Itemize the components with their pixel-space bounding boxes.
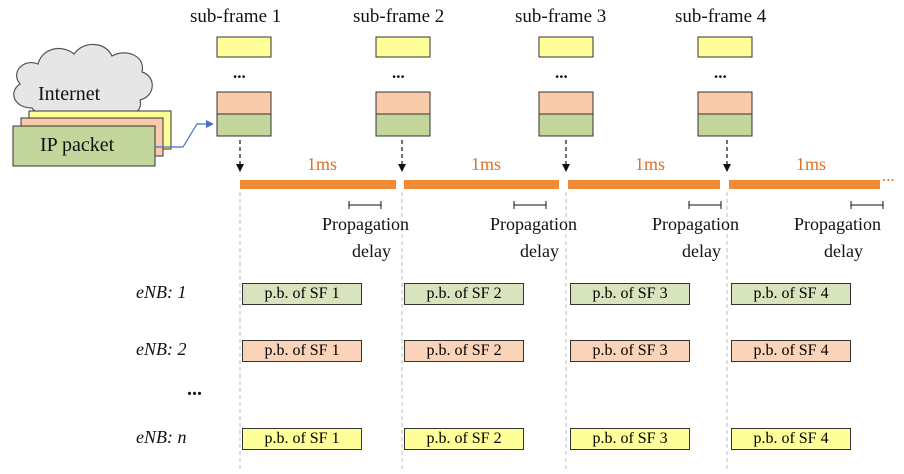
- enb-3-cell-sf4: p.b. of SF 4: [731, 428, 851, 450]
- subframe-ellipsis-3: ...: [555, 63, 568, 82]
- timeline-ms-label-1: 1ms: [307, 154, 338, 174]
- subframe-label-1: sub-frame 1: [190, 6, 282, 27]
- enb-2-cell-sf4: p.b. of SF 4: [731, 340, 851, 362]
- subframe-label-3: sub-frame 3: [515, 6, 607, 27]
- subframe-ellipsis-1: ...: [233, 63, 246, 82]
- enb-3-cell-sf3: p.b. of SF 3: [570, 428, 690, 450]
- subframe-ellipsis-4: ...: [714, 63, 727, 82]
- timeline-trailing-dots: ...: [882, 166, 895, 185]
- packet-arrow: [155, 120, 214, 148]
- propagation-label-3: Propagation: [652, 214, 739, 234]
- internet-label: Internet: [38, 83, 101, 105]
- enb-2-cell-sf1: p.b. of SF 1: [242, 340, 362, 362]
- delay-label-3: delay: [682, 241, 721, 261]
- timeline-ms-label-3: 1ms: [635, 154, 666, 174]
- enb-3-cell-sf1: p.b. of SF 1: [242, 428, 362, 450]
- timeline-segment-3: [568, 180, 720, 189]
- rows-ellipsis: ...: [187, 378, 202, 400]
- subframe-box-peach-3: [538, 91, 594, 115]
- subframe-box-green-1: [216, 113, 272, 137]
- subframe-box-top-4: [697, 36, 753, 58]
- enb-2-cell-sf2: p.b. of SF 2: [404, 340, 524, 362]
- subframe-box-peach-2: [375, 91, 431, 115]
- subframe-ellipsis-2: ...: [392, 63, 405, 82]
- subframe-label-4: sub-frame 4: [675, 6, 767, 27]
- enb-label-2: eNB: 2: [136, 339, 187, 359]
- enb-2-cell-sf3: p.b. of SF 3: [570, 340, 690, 362]
- enb-label-3: eNB: n: [136, 427, 187, 447]
- propagation-label-1: Propagation: [322, 214, 409, 234]
- enb-1-cell-sf1: p.b. of SF 1: [242, 283, 362, 305]
- timeline-segment-1: [240, 180, 396, 189]
- enb-3-cell-sf2: p.b. of SF 2: [404, 428, 524, 450]
- subframe-box-green-2: [375, 113, 431, 137]
- timeline-ms-label-4: 1ms: [796, 154, 827, 174]
- subframe-label-2: sub-frame 2: [353, 6, 445, 27]
- enb-1-cell-sf3: p.b. of SF 3: [570, 283, 690, 305]
- delay-label-4: delay: [824, 241, 863, 261]
- timeline-segment-2: [404, 180, 559, 189]
- subframe-box-top-1: [216, 36, 272, 58]
- delay-label-2: delay: [520, 241, 559, 261]
- subframe-box-top-2: [375, 36, 431, 58]
- enb-1-cell-sf2: p.b. of SF 2: [404, 283, 524, 305]
- subframe-box-peach-1: [216, 91, 272, 115]
- subframe-box-green-4: [697, 113, 753, 137]
- propagation-label-4: Propagation: [794, 214, 881, 234]
- subframe-box-green-3: [538, 113, 594, 137]
- timeline-ms-label-2: 1ms: [471, 154, 502, 174]
- packet-front-green: [12, 125, 156, 167]
- delay-label-1: delay: [352, 241, 391, 261]
- enb-1-cell-sf4: p.b. of SF 4: [731, 283, 851, 305]
- ip-packet-label: IP packet: [40, 134, 115, 156]
- propagation-label-2: Propagation: [490, 214, 577, 234]
- timeline-segment-4: [729, 180, 880, 189]
- subframe-box-peach-4: [697, 91, 753, 115]
- enb-label-1: eNB: 1: [136, 282, 187, 302]
- subframe-box-top-3: [538, 36, 594, 58]
